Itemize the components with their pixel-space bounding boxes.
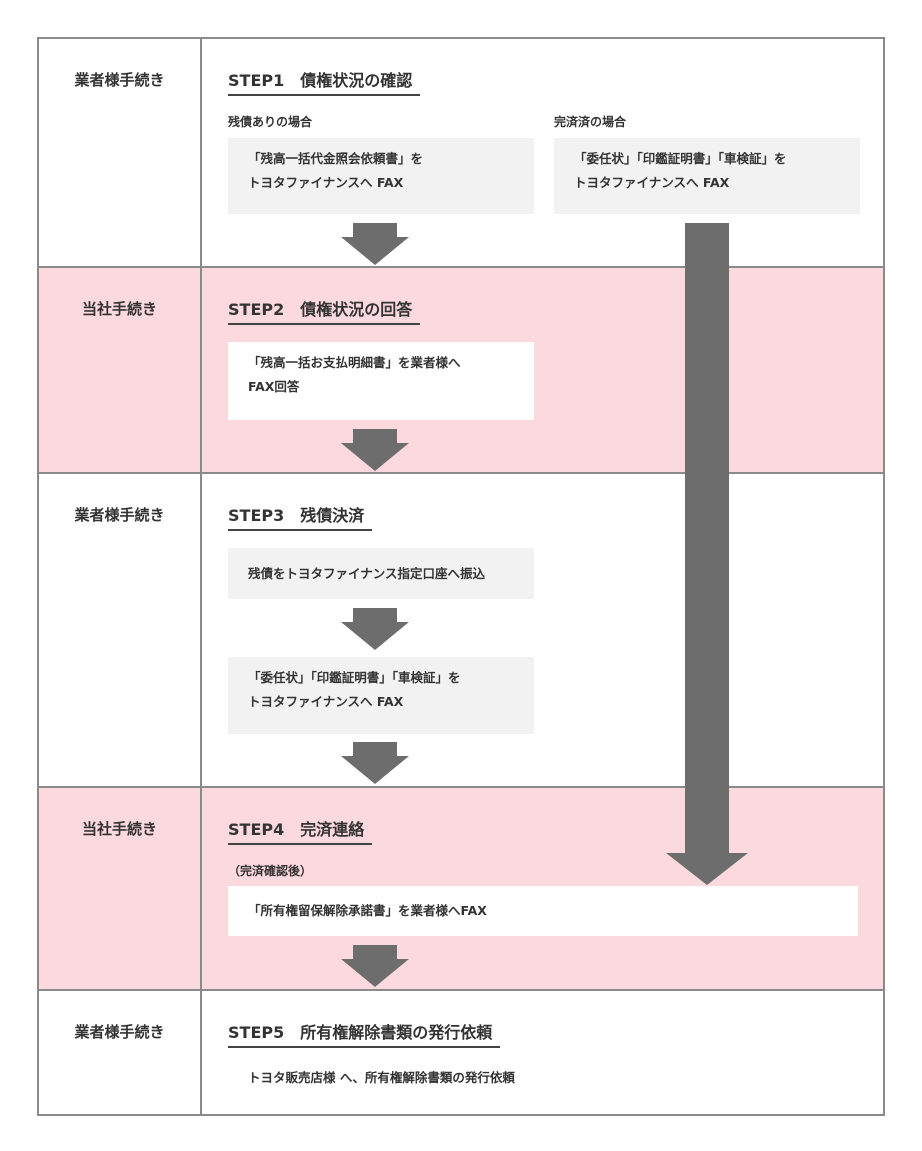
box-line: 「残高一括代金照会依頼書」を bbox=[248, 151, 424, 166]
box-line: 残債をトヨタファイナンス指定口座へ振込 bbox=[248, 565, 486, 581]
step3-actor: 業者様手続き bbox=[74, 506, 165, 524]
down-arrow-icon bbox=[341, 223, 409, 265]
box-line: 「委任状」「印鑑証明書」「車検証」を bbox=[574, 151, 787, 166]
step5-row bbox=[39, 991, 883, 1114]
step2-title: STEP2 債権状況の回答 bbox=[228, 296, 421, 325]
step5-text: トヨタ販売店様 へ、所有権解除書類の発行依頼 bbox=[248, 1070, 515, 1085]
box-line: トヨタファイナンスへ FAX bbox=[574, 175, 730, 190]
down-arrow-icon bbox=[341, 608, 409, 650]
step3-transfer-box: 残債をトヨタファイナンス指定口座へ振込 bbox=[228, 548, 534, 599]
step2-box: 「残高一括お支払明細書」を業者様へ FAX回答 bbox=[228, 342, 534, 420]
box-line: 「所有権留保解除承諾書」を業者様へFAX bbox=[248, 903, 487, 918]
case-remaining-debt-label: 残債ありの場合 bbox=[228, 115, 313, 129]
row-divider bbox=[39, 989, 883, 991]
down-arrow-icon bbox=[341, 945, 409, 987]
box-line: 「委任状」「印鑑証明書」「車検証」を bbox=[248, 670, 461, 685]
process-flow: 業者様手続き STEP1 債権状況の確認 残債ありの場合 完済済の場合 「残高一… bbox=[37, 37, 885, 1116]
step4-actor: 当社手続き bbox=[81, 820, 157, 838]
step1-remaining-debt-box: 「残高一括代金照会依頼書」を トヨタファイナンスへ FAX bbox=[228, 138, 534, 214]
box-line: FAX回答 bbox=[248, 379, 300, 394]
step3-row bbox=[39, 474, 883, 786]
down-arrow-icon bbox=[341, 429, 409, 471]
step5-title: STEP5 所有権解除書類の発行依頼 bbox=[228, 1019, 501, 1048]
box-line: トヨタファイナンスへ FAX bbox=[248, 175, 404, 190]
long-down-arrow-icon bbox=[666, 223, 748, 885]
column-divider bbox=[200, 39, 202, 1114]
down-arrow-icon bbox=[341, 742, 409, 784]
step3-title: STEP3 残債決済 bbox=[228, 502, 373, 531]
step1-actor: 業者様手続き bbox=[74, 71, 165, 89]
step5-actor: 業者様手続き bbox=[74, 1023, 165, 1041]
step3-documents-box: 「委任状」「印鑑証明書」「車検証」を トヨタファイナンスへ FAX bbox=[228, 657, 534, 734]
step2-actor: 当社手続き bbox=[81, 300, 157, 318]
row-divider bbox=[39, 786, 883, 788]
row-divider bbox=[39, 266, 883, 268]
step1-title: STEP1 債権状況の確認 bbox=[228, 67, 421, 96]
step1-paid-off-box: 「委任状」「印鑑証明書」「車検証」を トヨタファイナンスへ FAX bbox=[554, 138, 860, 214]
step4-title: STEP4 完済連絡 bbox=[228, 816, 373, 845]
step4-note: （完済確認後） bbox=[228, 864, 313, 878]
box-line: トヨタファイナンスへ FAX bbox=[248, 694, 404, 709]
step4-box: 「所有権留保解除承諾書」を業者様へFAX bbox=[228, 886, 858, 936]
box-line: 「残高一括お支払明細書」を業者様へ bbox=[248, 355, 461, 370]
row-divider bbox=[39, 472, 883, 474]
case-paid-off-label: 完済済の場合 bbox=[554, 115, 627, 129]
